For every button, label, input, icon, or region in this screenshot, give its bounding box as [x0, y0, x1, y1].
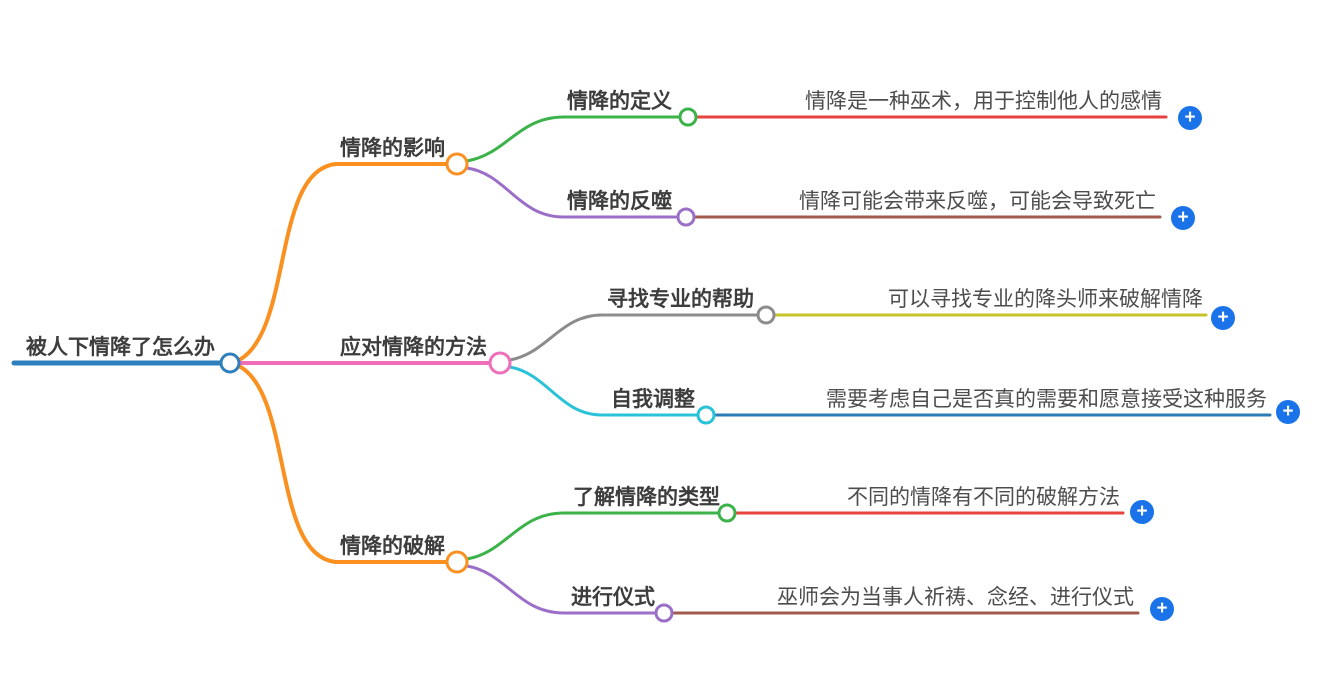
branch3-collapse-handle[interactable]	[445, 550, 469, 574]
edge-branch3-child1	[465, 511, 566, 561]
note-child-2-1[interactable]: 可以寻找专业的降头师来破解情降	[888, 287, 1203, 311]
node-child-1-2[interactable]: 情降的反噬	[567, 189, 672, 213]
add-node-button-1-1[interactable]: +	[1178, 106, 1202, 130]
edge-branch3-child2	[465, 564, 566, 615]
add-node-button-2-1[interactable]: +	[1211, 306, 1235, 330]
edge-branch1-child2	[465, 166, 566, 219]
note-child-2-2[interactable]: 需要考虑自己是否真的需要和愿意接受这种服务	[826, 387, 1267, 411]
note-child-1-1[interactable]: 情降是一种巫术，用于控制他人的感情	[805, 89, 1162, 113]
node-child-1-1[interactable]: 情降的定义	[567, 89, 672, 113]
child22-collapse-handle[interactable]	[696, 405, 716, 425]
child32-collapse-handle[interactable]	[654, 603, 674, 623]
edge-root-branch1	[237, 162, 338, 362]
child21-collapse-handle[interactable]	[756, 305, 776, 325]
node-root[interactable]: 被人下情降了怎么办	[26, 335, 215, 359]
node-child-3-2[interactable]: 进行仪式	[571, 585, 655, 609]
root-collapse-handle[interactable]	[219, 352, 241, 374]
node-branch1[interactable]: 情降的影响	[340, 136, 445, 160]
node-child-2-1[interactable]: 寻找专业的帮助	[607, 287, 754, 311]
child11-collapse-handle[interactable]	[678, 107, 698, 127]
branch2-collapse-handle[interactable]	[488, 351, 512, 375]
note-child-3-1[interactable]: 不同的情降有不同的破解方法	[847, 485, 1120, 509]
edge-branch2-child2	[508, 365, 604, 417]
add-node-button-3-1[interactable]: +	[1130, 500, 1154, 524]
note-child-1-2[interactable]: 情降可能会带来反噬，可能会导致死亡	[799, 189, 1156, 213]
child31-collapse-handle[interactable]	[717, 503, 737, 523]
add-node-button-1-2[interactable]: +	[1171, 206, 1195, 230]
edge-branch2-child1	[508, 313, 604, 362]
child12-collapse-handle[interactable]	[676, 207, 696, 227]
node-branch3[interactable]: 情降的破解	[340, 534, 445, 558]
node-branch2[interactable]: 应对情降的方法	[340, 335, 487, 359]
note-child-3-2[interactable]: 巫师会为当事人祈祷、念经、进行仪式	[777, 585, 1134, 609]
edge-root-branch3	[237, 364, 338, 564]
node-child-2-2[interactable]: 自我调整	[611, 387, 695, 411]
node-child-3-1[interactable]: 了解情降的类型	[573, 485, 720, 509]
add-node-button-3-2[interactable]: +	[1150, 597, 1174, 621]
add-node-button-2-2[interactable]: +	[1276, 400, 1300, 424]
branch1-collapse-handle[interactable]	[445, 152, 469, 176]
edge-branch1-child1	[465, 115, 566, 163]
